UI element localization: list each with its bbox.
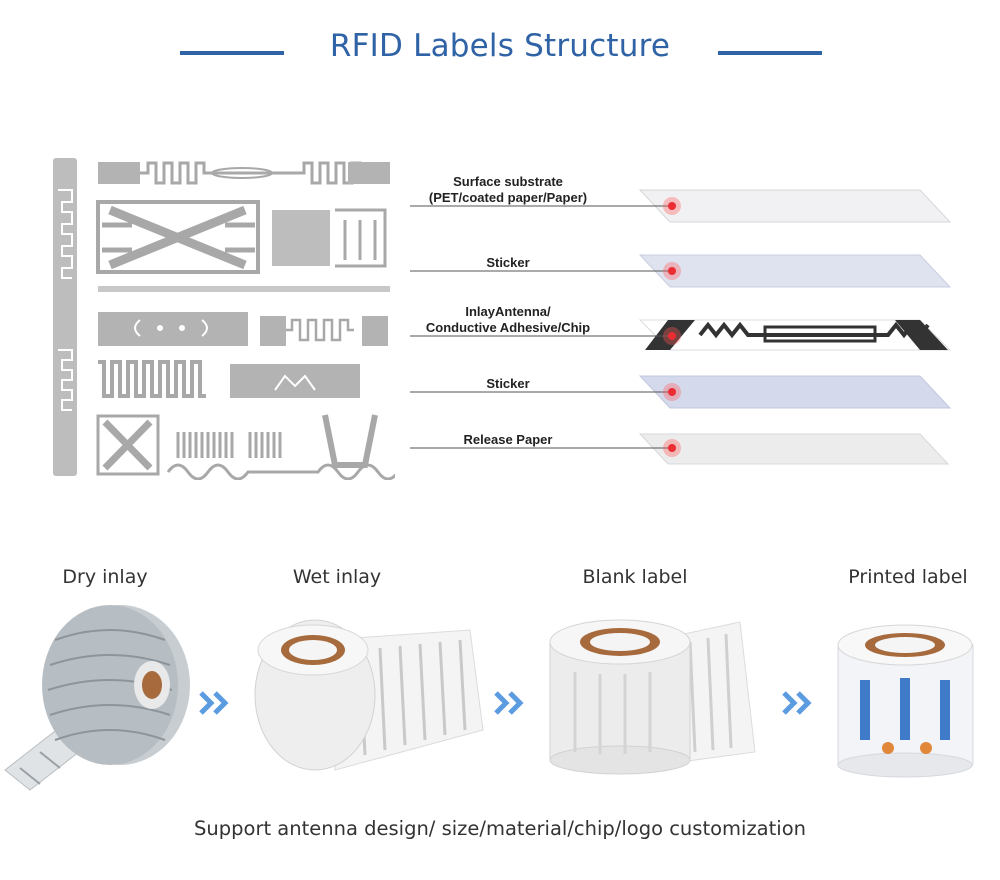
chevron-right-icon	[199, 691, 229, 715]
marker-dot	[668, 332, 676, 340]
stage-label-blank-label: Blank label	[582, 566, 688, 588]
layer-release-paper	[638, 433, 950, 465]
page-title: RFID Labels Structure	[329, 28, 671, 64]
layer-inlay-antenna	[638, 319, 952, 351]
header: RFID Labels Structure	[0, 28, 1000, 78]
antenna-designs-collage	[53, 158, 395, 480]
title-divider-right	[718, 51, 822, 55]
marker-dot	[668, 267, 676, 275]
layer-label-surface-substrate: Surface substrate (PET/coated paper/Pape…	[428, 174, 588, 205]
blank-label-roll-image	[549, 619, 756, 775]
layer-label-sticker-upper: Sticker	[486, 255, 530, 270]
stage-label-wet-inlay: Wet inlay	[292, 566, 382, 588]
chevron-right-icon	[782, 691, 812, 715]
marker-dot	[668, 444, 676, 452]
chevron-right-icon	[494, 691, 524, 715]
customization-note: Support antenna design/ size/material/ch…	[194, 817, 806, 840]
printed-label-roll-image	[837, 624, 974, 778]
stage-label-printed-label: Printed label	[848, 566, 968, 588]
layer-sticker-lower	[638, 375, 952, 409]
marker-dot	[668, 202, 676, 210]
layer-label-release-paper: Release Paper	[463, 432, 553, 447]
marker-dot	[668, 388, 676, 396]
layer-surface-substrate	[638, 189, 952, 223]
wet-inlay-roll-image	[254, 619, 484, 771]
title-divider-left	[180, 51, 284, 55]
layer-label-inlay-antenna: InlayAntenna/ Conductive Adhesive/Chip	[425, 304, 591, 335]
dry-inlay-roll-image	[4, 605, 190, 791]
layer-stack-diagram	[410, 189, 952, 465]
layer-sticker-upper	[638, 254, 952, 288]
layer-label-sticker-lower: Sticker	[486, 376, 530, 391]
stage-label-dry-inlay: Dry inlay	[62, 566, 148, 588]
